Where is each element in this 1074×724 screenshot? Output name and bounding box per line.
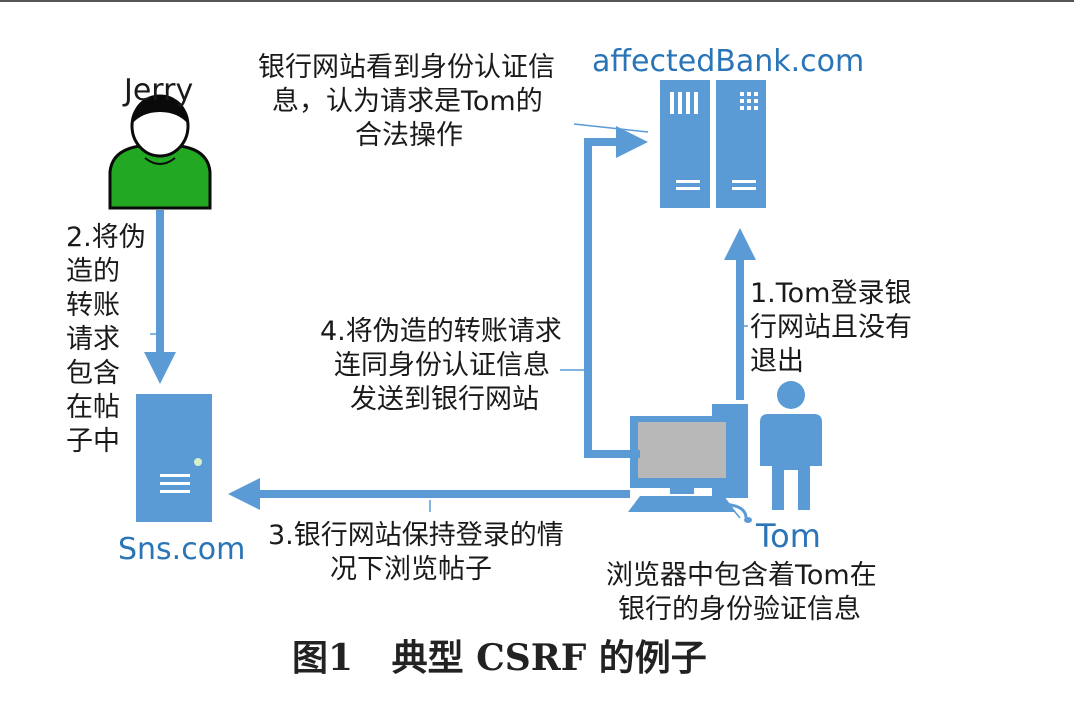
bank-label: affectedBank.com bbox=[592, 44, 865, 79]
step2-line-1: 2.将伪 bbox=[66, 222, 146, 253]
step4-line-3: 发送到银行网站 bbox=[350, 384, 539, 415]
step1-line-2: 行网站且没有 bbox=[750, 312, 912, 343]
step2-line-6: 在帖 bbox=[66, 392, 120, 423]
bank-note-line-2: 息，认为请求是Tom的 bbox=[272, 86, 543, 117]
step3-line-1: 3.银行网站保持登录的情 bbox=[268, 520, 564, 551]
browser-note-line-1: 浏览器中包含着Tom在 bbox=[606, 560, 877, 591]
bank-note-line-1: 银行网站看到身份认证信 bbox=[258, 52, 555, 83]
step1-line-3: 退出 bbox=[750, 346, 804, 377]
step4-line-1: 4.将伪造的转账请求 bbox=[320, 316, 562, 347]
top-border bbox=[0, 0, 1074, 2]
figure-number: 图1 bbox=[292, 637, 354, 679]
leader-lines bbox=[150, 123, 748, 519]
figure-title: 典型 CSRF 的例子 bbox=[391, 637, 707, 679]
step4-line-2: 连同身份认证信息 bbox=[334, 350, 550, 381]
tom-label: Tom bbox=[756, 517, 821, 555]
step2-line-7: 子中 bbox=[66, 426, 120, 457]
step1-line-1: 1.Tom登录银 bbox=[750, 278, 912, 309]
sns-label: Sns.com bbox=[118, 532, 246, 567]
bank-server-icon bbox=[660, 80, 766, 208]
browser-note-line-2: 银行的身份验证信息 bbox=[618, 594, 861, 625]
tom-person-icon bbox=[760, 381, 822, 510]
step2-line-2: 造的 bbox=[66, 256, 120, 287]
bank-note-line-3: 合法操作 bbox=[355, 120, 463, 151]
arrow-browser-to-bank bbox=[584, 126, 648, 458]
tom-computer-icon bbox=[628, 404, 752, 523]
step3-line-2: 况下浏览帖子 bbox=[330, 554, 492, 585]
jerry-attacker-icon bbox=[108, 94, 212, 210]
jerry-label: Jerry bbox=[124, 73, 194, 108]
figure-caption: 图1 典型 CSRF 的例子 bbox=[292, 634, 707, 682]
step2-line-3: 转账 bbox=[66, 290, 120, 321]
step2-line-5: 包含 bbox=[66, 358, 120, 389]
step2-line-4: 请求 bbox=[66, 324, 120, 355]
sns-server-icon bbox=[136, 394, 212, 522]
